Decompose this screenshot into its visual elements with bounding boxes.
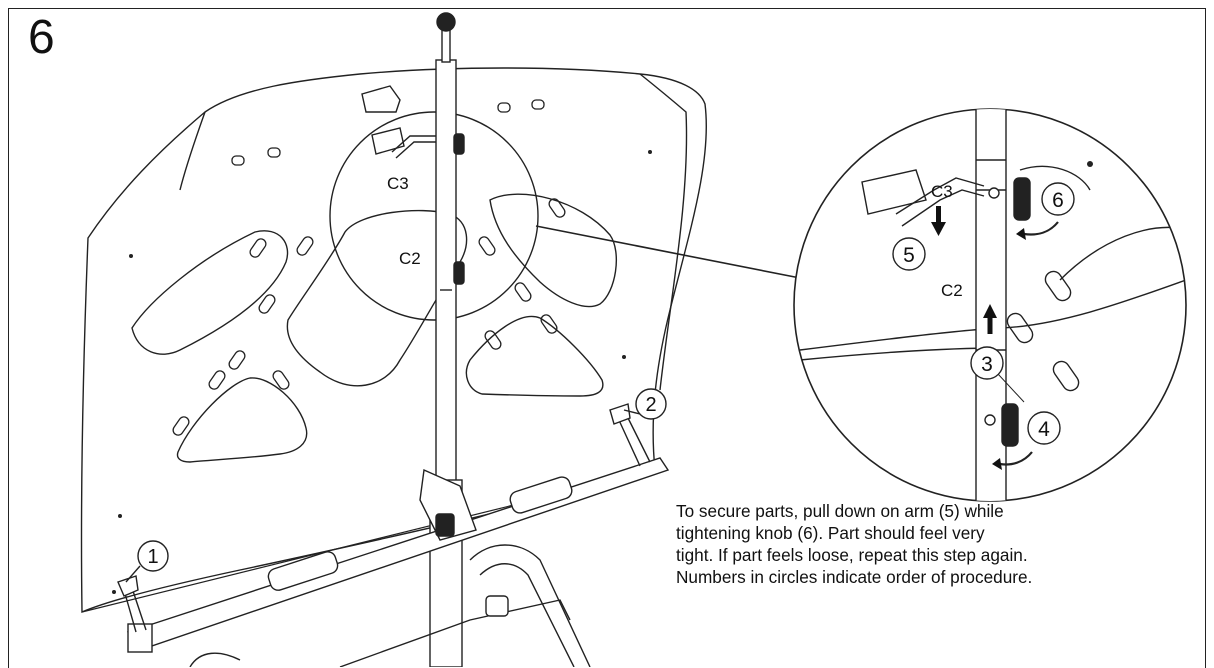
callout-3-circle [970, 346, 1004, 380]
callout-6-label: 6 [1052, 189, 1064, 212]
label-c2-detail: C2 [941, 281, 963, 300]
callout-6-circle [1041, 182, 1075, 216]
instruction-line: Numbers in circles indicate order of pro… [676, 567, 1033, 587]
label-c3-main: C3 [387, 174, 409, 193]
instruction-line: tightening knob (6). Part should feel ve… [676, 523, 985, 543]
panel-cutout-right [489, 193, 617, 308]
callout-1-label: 1 [147, 546, 158, 568]
zoom-leader-line [535, 225, 801, 279]
panel-slots [172, 99, 566, 436]
panel-cutout-lower-right [465, 315, 604, 397]
callout-4-label: 4 [1038, 418, 1050, 441]
detail-c2-knob-icon [1001, 403, 1019, 447]
pole-top-knob-icon [436, 12, 456, 32]
rotate-arrow-icon-4 [999, 451, 1033, 466]
instructions-text: To secure parts, pull down on arm (5) wh… [676, 500, 1206, 588]
callout-5-label: 5 [903, 244, 915, 267]
panel-cutout-lower-left [176, 377, 308, 463]
down-arrow-icon [931, 206, 946, 236]
instruction-line: To secure parts, pull down on arm (5) wh… [676, 501, 1004, 521]
instruction-line: tight. If part feels loose, repeat this … [676, 545, 1028, 565]
callout-4-circle [1027, 411, 1061, 445]
zoom-source-circle [329, 111, 539, 321]
callout-3-label: 3 [981, 353, 993, 376]
step-number: 6 [28, 11, 55, 64]
callout-2-label: 2 [645, 394, 656, 416]
c3-bracket-main [371, 127, 465, 159]
step-frame [8, 8, 1206, 668]
up-arrow-icon [983, 304, 997, 334]
c2-knob-main [453, 261, 465, 285]
detail-c3-bracket [861, 169, 1031, 227]
rotate-arrow-icon-6 [1023, 221, 1059, 236]
panel-holes [112, 150, 652, 594]
detail-c3-knob-icon [1013, 177, 1031, 221]
panel-cutout-left [131, 230, 289, 355]
callout-5-circle [892, 237, 926, 271]
label-c3-detail: C3 [931, 182, 953, 201]
callout-2-circle [635, 388, 667, 420]
callout-1-circle [137, 540, 169, 572]
lower-frame-bar [117, 403, 670, 667]
label-c2-main: C2 [399, 249, 421, 268]
